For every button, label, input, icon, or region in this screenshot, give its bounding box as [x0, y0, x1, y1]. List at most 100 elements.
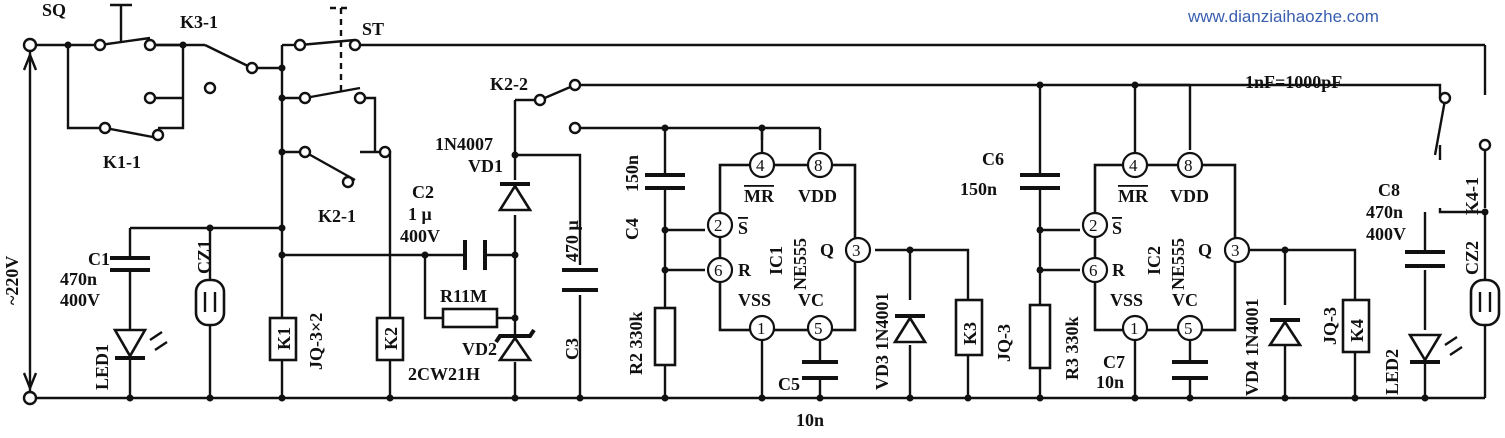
c6-cap: 150n: [960, 179, 997, 199]
k4-label: K4: [1347, 319, 1367, 342]
ic2-pin6: 6: [1089, 261, 1098, 280]
relay-k2: K2: [375, 316, 405, 362]
ic2-vdd: VDD: [1170, 186, 1209, 206]
relay-k4: K4 JQ-3: [1320, 298, 1371, 354]
capacitor-c2: C2 1 μ 400V: [400, 182, 487, 270]
ic2-pin4: 4: [1129, 156, 1138, 175]
ic1-vc: VC: [798, 290, 824, 310]
resistor-r2: R2 330k: [626, 306, 677, 375]
r2-label: R2 330k: [626, 311, 646, 375]
k3-type: JQ-3: [994, 324, 1014, 362]
ic1-pin6: 6: [714, 261, 723, 280]
ic1-pin2: 2: [714, 216, 723, 235]
ic1-vss: VSS: [738, 290, 771, 310]
resistor-r3: R3 330k: [1028, 303, 1082, 380]
c2-name: C2: [412, 182, 434, 202]
c1-cap: 470n: [60, 269, 97, 289]
switch-st: ST: [293, 6, 384, 105]
c8-name: C8: [1378, 180, 1400, 200]
capacitor-c8: C8 470n 400V: [1366, 180, 1445, 268]
supply-label: ~220V: [2, 256, 22, 305]
ic1-pin4: 4: [756, 156, 765, 175]
ic2-r: R: [1112, 260, 1126, 280]
ic1-r: R: [738, 260, 752, 280]
k1-label: K1: [274, 327, 294, 350]
switch-sq: SQ: [42, 0, 157, 52]
cz2-label: CZ2: [1462, 241, 1482, 275]
k4-type: JQ-3: [1320, 307, 1340, 345]
ic1-type: NE555: [790, 238, 810, 290]
ic2-vss: VSS: [1110, 290, 1143, 310]
k1-1-label: K1-1: [103, 152, 141, 172]
k3-label: K3: [960, 322, 980, 345]
vd2-type: 2CW21H: [408, 364, 480, 384]
switch-k2-2: K2-2: [490, 74, 582, 135]
ic1-q: Q: [820, 240, 834, 260]
ic2-mr: MR: [1118, 186, 1149, 206]
c1-name: C1: [88, 249, 110, 269]
capacitor-c3: C3 470 μ: [562, 220, 598, 360]
c2-volt: 400V: [400, 226, 440, 246]
c6-name: C6: [982, 149, 1004, 169]
led-led1: LED1: [92, 328, 168, 390]
switch-k1-1: K1-1: [98, 91, 165, 172]
unit-note: 1nF=1000pF: [1245, 72, 1342, 92]
zener-vd2: VD2 2CW21H: [408, 328, 536, 384]
c4-cap: 150n: [622, 155, 642, 192]
capacitor-c6: C6 150n: [960, 149, 1060, 199]
st-label: ST: [362, 19, 384, 39]
mains-input: ~220V: [2, 37, 38, 406]
k2-2-label: K2-2: [490, 74, 528, 94]
diode-vd1: 1N4007 VD1: [435, 134, 533, 212]
relay-k1: K1 JQ-3×2: [268, 313, 326, 370]
c5-label: C5: [778, 374, 800, 394]
ic1-mr: MR: [744, 186, 775, 206]
watermark-text: www.dianziaihaozhe.com: [1187, 7, 1379, 26]
c5-cap: 10n: [796, 410, 824, 430]
switch-k2-1: K2-1: [298, 145, 392, 226]
ic1-vdd: VDD: [798, 186, 837, 206]
c3-name: C3: [562, 338, 582, 360]
ic2-ne555: 4 8 2 6 3 1 5 MR VDD S R Q VSS VC IC2 NE…: [1081, 151, 1251, 342]
socket-cz2: CZ2: [1462, 241, 1501, 327]
ic1-pin1: 1: [757, 319, 766, 338]
ic2-pin3: 3: [1231, 241, 1240, 260]
ic2-vc: VC: [1172, 290, 1198, 310]
capacitor-c5: C5 10n: [778, 360, 838, 430]
sq-label: SQ: [42, 0, 66, 20]
r3-label: R3 330k: [1062, 316, 1082, 380]
diode-vd3: VD3 1N4001: [872, 293, 928, 391]
ic1-pin5: 5: [814, 319, 823, 338]
led2-label: LED2: [1382, 349, 1402, 395]
c1-volt: 400V: [60, 290, 100, 310]
resistor-r1: R11M: [440, 286, 499, 329]
switch-k4-1: K4-1: [1433, 91, 1492, 215]
k3-1-label: K3-1: [180, 12, 218, 32]
vd3-label: VD3 1N4001: [872, 293, 892, 391]
vd2-label: VD2: [462, 339, 497, 359]
c8-cap: 470n: [1366, 202, 1403, 222]
junctions: [64, 41, 1489, 402]
r1-label: R11M: [440, 286, 487, 306]
ic1-name: IC1: [766, 246, 786, 275]
ic1-s: S: [738, 218, 748, 238]
c2-cap: 1 μ: [408, 204, 432, 224]
socket-cz1: CZ1: [194, 240, 226, 327]
c3-cap: 470 μ: [562, 220, 582, 262]
switch-k3-1: K3-1: [180, 12, 259, 95]
c7-cap: 10n: [1096, 372, 1124, 392]
c7-label: C7: [1103, 352, 1125, 372]
ic2-pin8: 8: [1184, 156, 1193, 175]
ic1-pin8: 8: [814, 156, 823, 175]
cz1-label: CZ1: [194, 240, 214, 274]
capacitor-c7: C7 10n: [1096, 352, 1208, 392]
vd4-label: VD4 1N4001: [1242, 299, 1262, 397]
vd1-type: 1N4007: [435, 134, 493, 154]
ic2-pin1: 1: [1130, 319, 1139, 338]
led1-label: LED1: [92, 344, 112, 390]
led-led2: LED2: [1382, 333, 1463, 395]
relay-k3: K3 JQ-3: [954, 298, 1014, 362]
ic2-s: S: [1112, 218, 1122, 238]
capacitor-c4: C4 150n: [622, 155, 685, 240]
